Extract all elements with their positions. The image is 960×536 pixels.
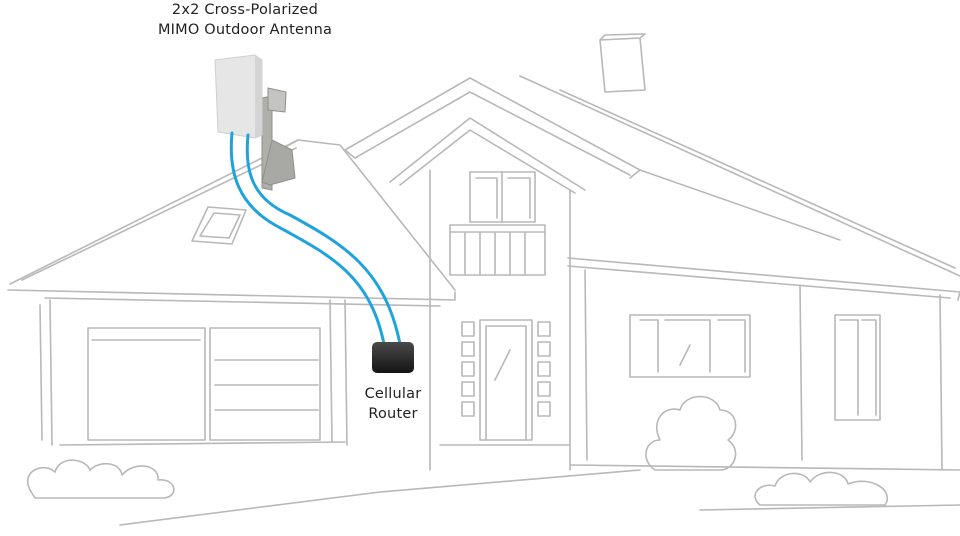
antenna-mount-bracket [261,87,296,191]
antenna-label: 2x2 Cross-Polarized MIMO Outdoor Antenna [120,0,370,40]
chimney [599,33,646,93]
upper-windows [449,171,546,276]
router-label-line2: Router [368,406,418,422]
right-wing [569,269,960,471]
ground-line [119,469,960,526]
skylight [191,206,247,245]
garage-doors [87,327,321,441]
antenna-label-line1: 2x2 Cross-Polarized [171,2,319,18]
cellular-router [372,342,414,373]
main-gable [344,77,641,471]
router-label-line1: Cellular [364,386,422,402]
antenna-panel [214,54,263,139]
bushes [26,395,888,506]
front-door [439,319,571,446]
right-roof [519,75,960,301]
garage-wall [39,299,348,446]
antenna-cables [229,131,402,346]
antenna-label-line2: MIMO Outdoor Antenna [157,22,333,38]
router-label: Cellular Router [343,384,443,424]
